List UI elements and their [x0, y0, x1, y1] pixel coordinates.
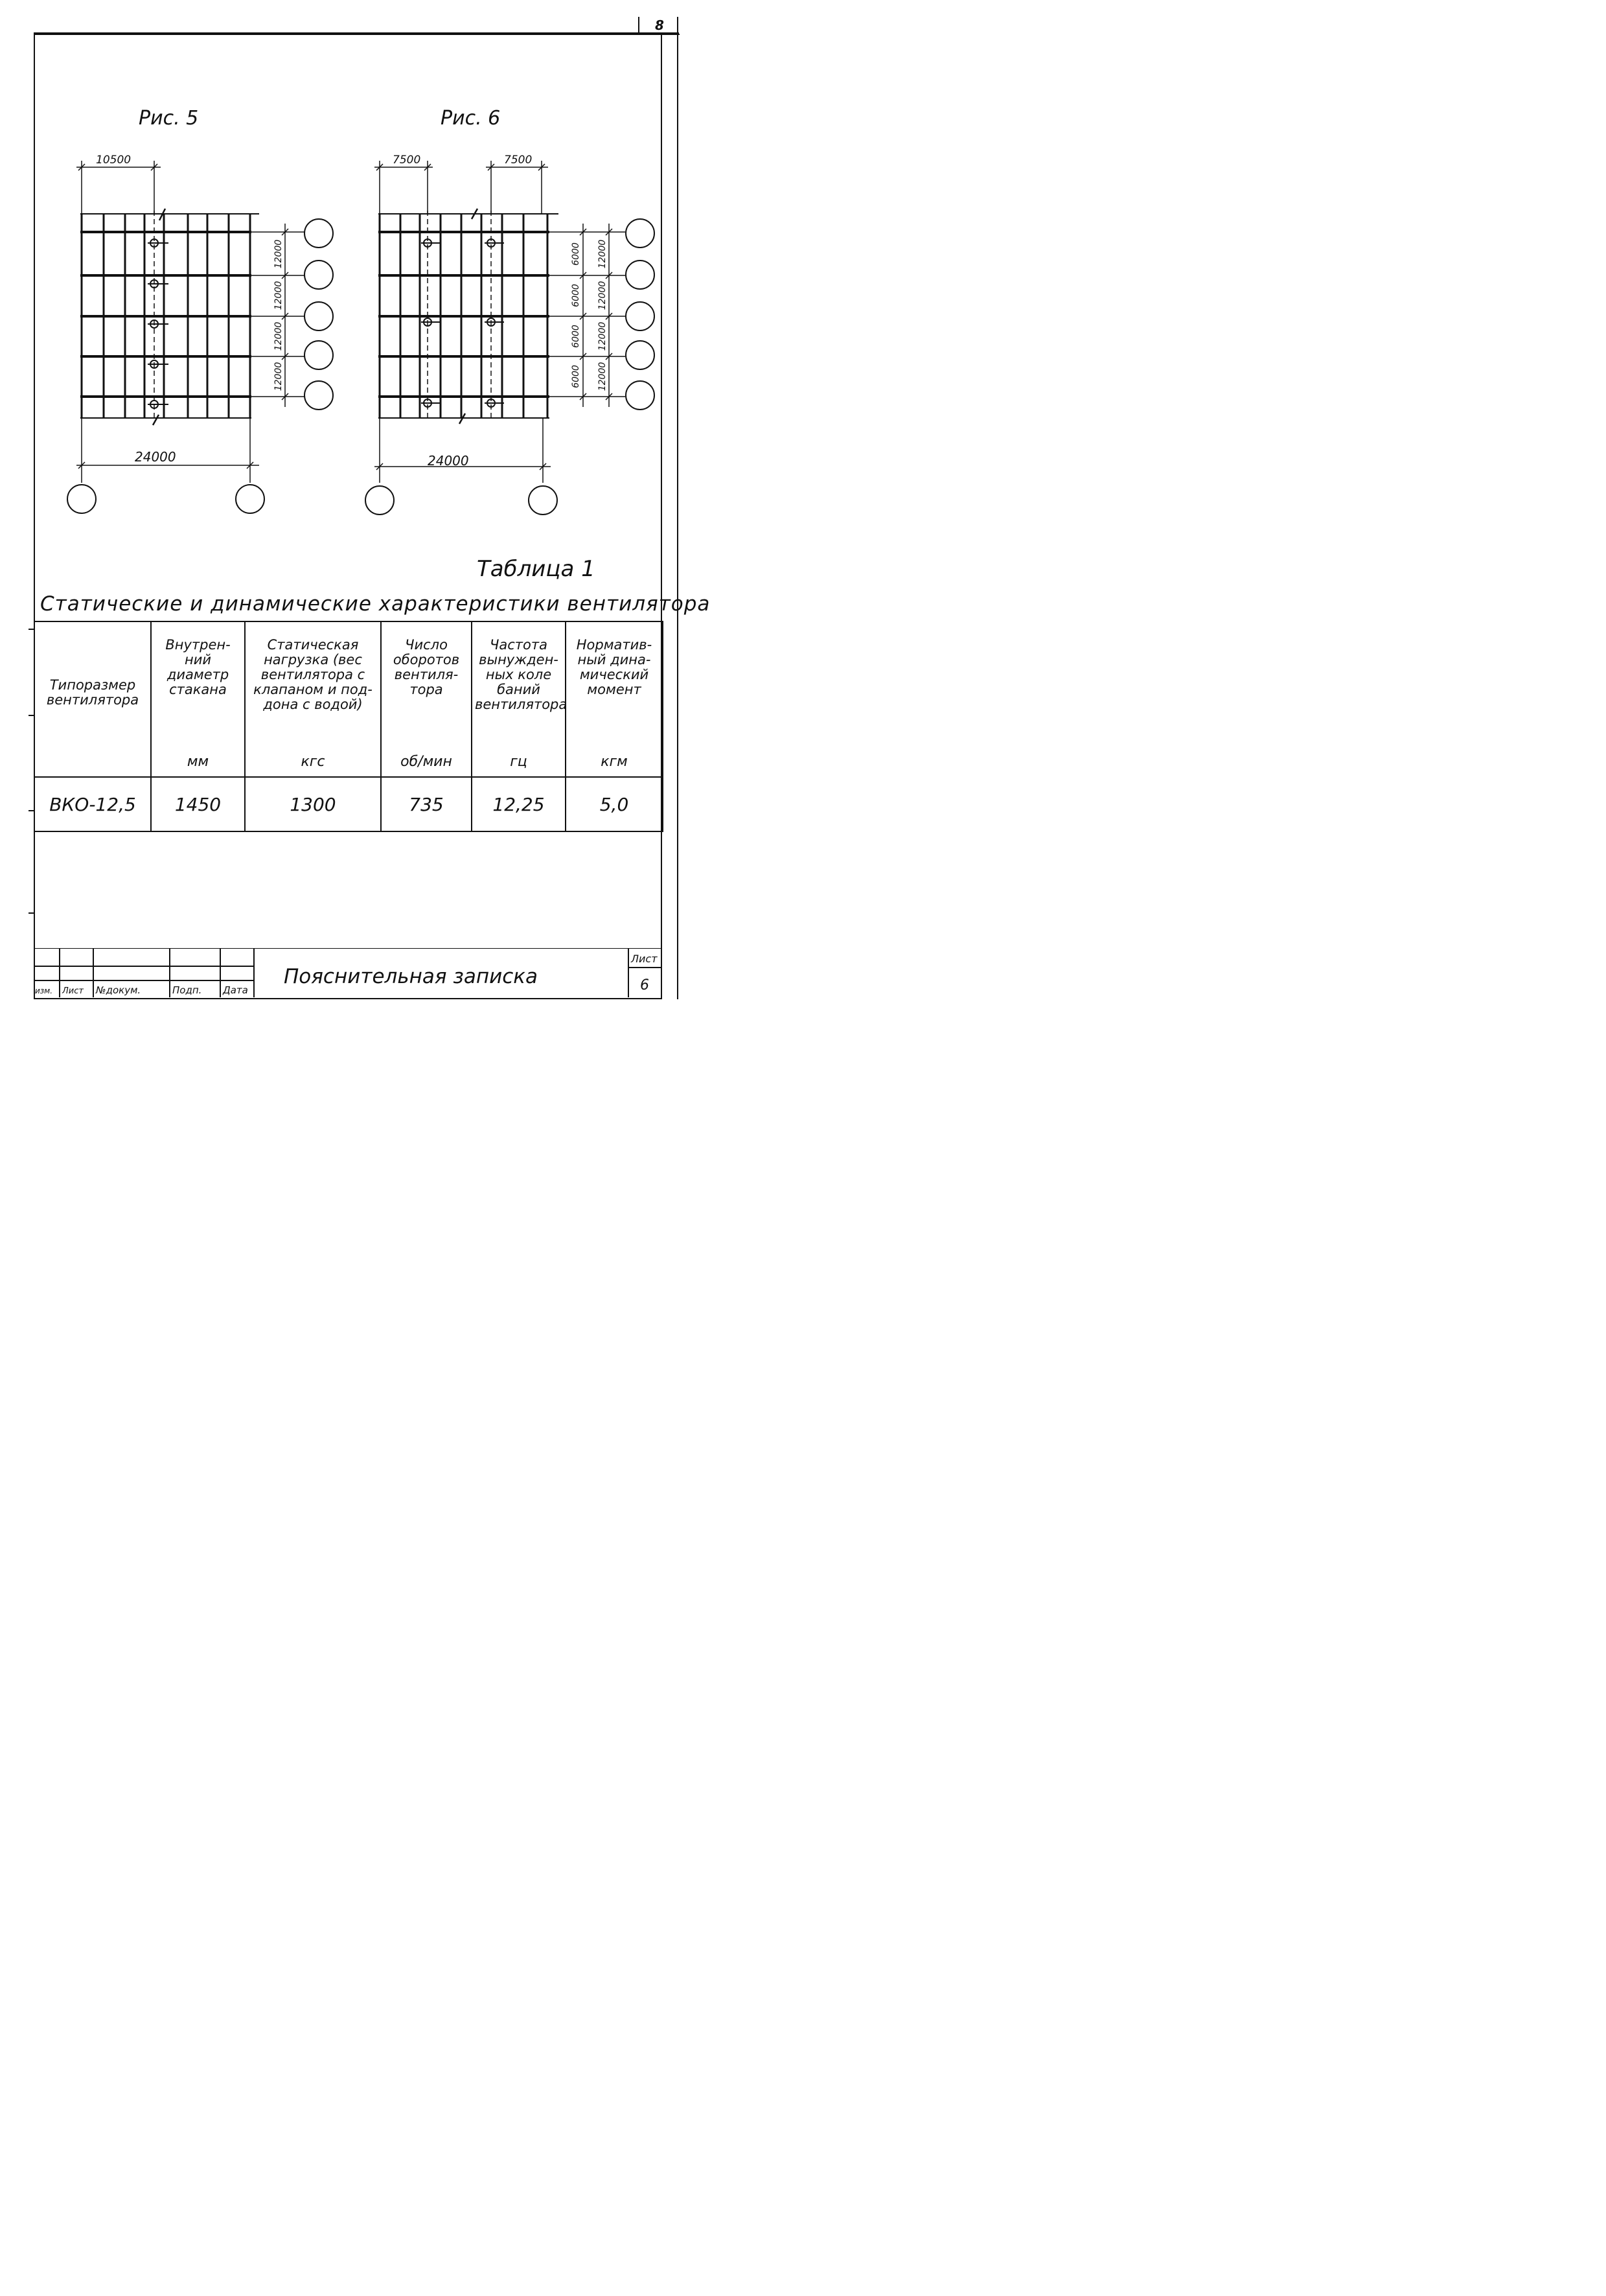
- table-cell: 1450: [150, 776, 246, 832]
- table-header-row: Типоразмер вентилятора Внутрен-ний диаме…: [34, 621, 663, 778]
- table-header-cell: Типоразмер вентилятора: [34, 621, 152, 778]
- fig5-top-dim: 10500: [96, 154, 131, 167]
- figures-drawing: Рис. 5 Рис. 6 10500 24000 12000 12000 12…: [67, 107, 655, 515]
- figure-5: [67, 161, 334, 514]
- table-header-cell: Статическая нагрузка (вес вентилятора с …: [244, 621, 382, 778]
- table-cell: ВКО-12,5: [34, 776, 152, 832]
- fig5-right-dim-4: 12000: [273, 362, 284, 391]
- fig6-bottom-dim: 24000: [428, 453, 469, 469]
- table-title: Таблица 1: [477, 556, 595, 582]
- fig6-top-dim-2: 7500: [504, 154, 532, 167]
- fig6-inner-dim-1: 12000: [597, 240, 608, 269]
- title-block-label-sheet: Лист: [62, 986, 84, 996]
- title-block-label-sign: Подп.: [172, 984, 201, 996]
- sheet-label: Лист: [630, 953, 658, 965]
- frame-top-rule: [34, 32, 679, 34]
- fig6-top-dim-1: 7500: [393, 154, 420, 167]
- fig5-right-dim-3: 12000: [273, 322, 284, 351]
- fig5-bottom-dim: 24000: [135, 449, 176, 465]
- fan-marker-fig5: [148, 238, 168, 409]
- fig6-outer-dim-4: 6000: [571, 365, 581, 388]
- figure-6: [365, 161, 655, 515]
- fig6-inner-dim-4: 12000: [597, 362, 608, 391]
- characteristics-table: Типоразмер вентилятора Внутрен-ний диаме…: [34, 621, 663, 832]
- title-block-label-doc: №докум.: [95, 984, 141, 996]
- fig6-outer-dim-2: 6000: [571, 284, 581, 307]
- fig6-outer-dim-3: 6000: [571, 325, 581, 348]
- table-cell: 735: [380, 776, 472, 832]
- document-title: Пояснительная записка: [284, 965, 538, 988]
- figure-6-label: Рис. 6: [441, 107, 500, 130]
- sheet-number: 8: [638, 17, 680, 35]
- table-cell: 5,0: [565, 776, 663, 832]
- fig5-right-dim-1: 12000: [273, 240, 284, 269]
- table-header-cell: Частота вынужден-ных коле баний вентилят…: [471, 621, 567, 778]
- title-block-label-change: изм.: [35, 986, 52, 995]
- title-block-label-date: Дата: [222, 984, 248, 996]
- margin-tick-2: [29, 715, 35, 716]
- fig6-outer-dim-1: 6000: [571, 242, 581, 266]
- fig5-right-dim-2: 12000: [273, 281, 284, 310]
- frame-right-rule: [661, 34, 662, 999]
- title-block: изм. Лист №докум. Подп. Дата Пояснительн…: [34, 948, 662, 997]
- figure-5-label: Рис. 5: [139, 107, 198, 130]
- table-cell: 12,25: [471, 776, 566, 832]
- table-caption: Статические и динамические характеристик…: [40, 592, 711, 616]
- table-row: ВКО-12,5 1450 1300 735 12,25 5,0: [34, 776, 663, 832]
- drawing-frame: [34, 34, 662, 999]
- fan-marker-fig6: [421, 238, 504, 408]
- fig6-inner-dim-2: 12000: [597, 281, 608, 310]
- margin-tick-1: [29, 629, 35, 630]
- margin-tick-3: [29, 810, 35, 811]
- fig6-inner-dim-3: 12000: [597, 322, 608, 351]
- table-cell: 1300: [244, 776, 382, 832]
- frame-outer-right-rule: [677, 17, 678, 999]
- margin-tick-4: [29, 912, 35, 914]
- sheet-value: 6: [640, 977, 649, 993]
